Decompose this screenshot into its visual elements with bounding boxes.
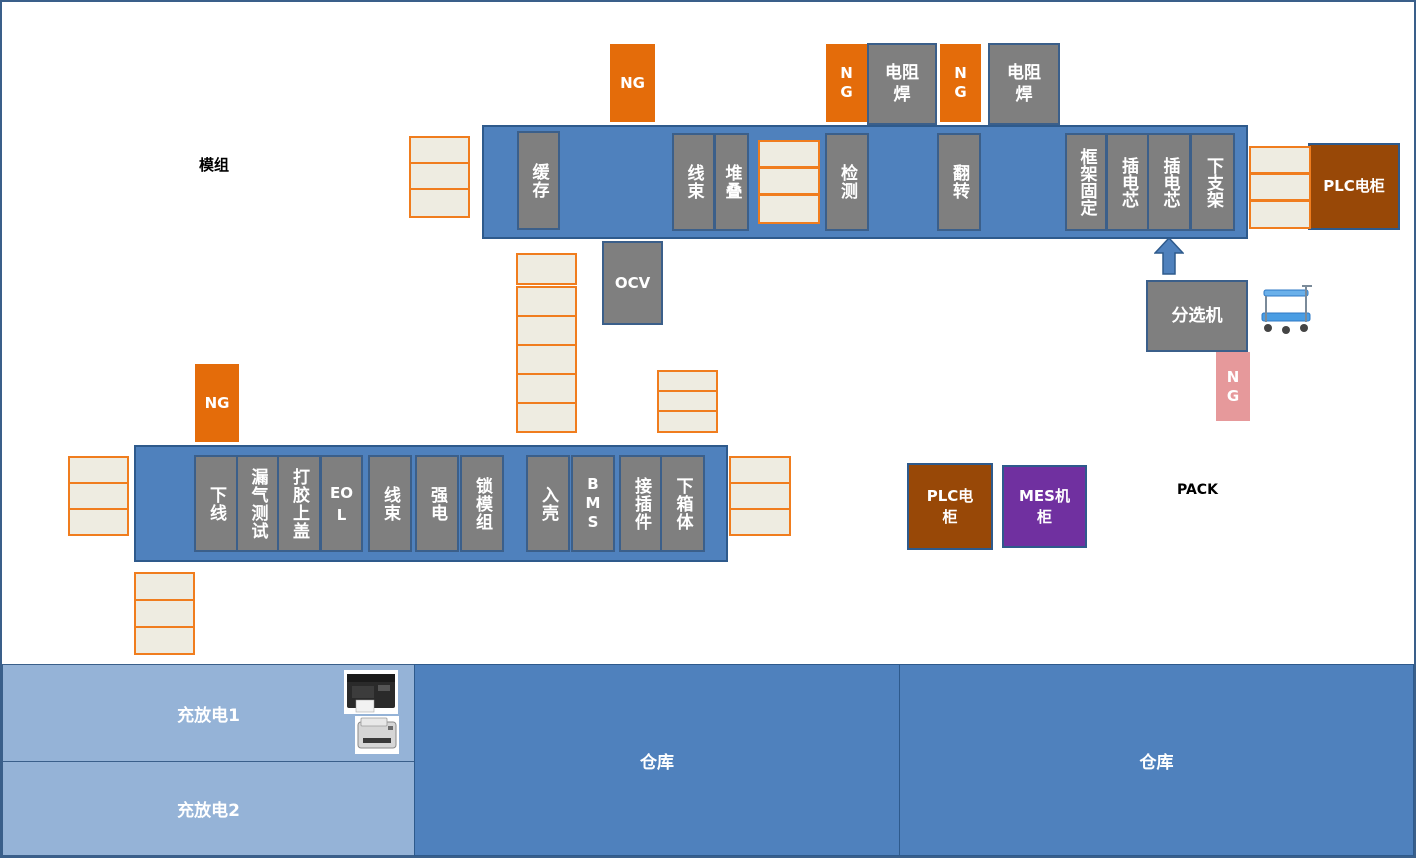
buffer-slot [1249,173,1311,201]
module-area-label: 模组 [199,156,230,174]
buffer-slot [516,315,577,346]
ng-tag: NG [610,44,655,122]
buffer-stack [134,572,195,655]
buffer-slot [409,136,470,164]
station-glue-cover[interactable]: 打胶上盖 [277,455,321,552]
station-offline[interactable]: 下线 [194,455,238,552]
buffer-stack [409,136,470,218]
station-insert-cell-2[interactable]: 插电芯 [1147,133,1191,231]
label-printer-icon [344,670,398,714]
buffer-slot [729,456,791,484]
buffer-slot [134,599,195,628]
charge-zone-2[interactable]: 充放电2 [2,761,415,856]
charge-zone-2-label: 充放电2 [177,801,240,821]
station-unload-rack[interactable]: 下支架 [1190,133,1235,231]
buffer-slot [729,482,791,510]
buffer-slot [516,286,577,317]
cart-icon [1261,285,1312,334]
station-hv[interactable]: 强电 [415,455,459,552]
up-arrow-icon [1154,237,1184,275]
buffer-stack [1249,146,1311,229]
welder-station[interactable]: 电阻焊 [988,43,1060,125]
station-harness[interactable]: 线束 [368,455,412,552]
warehouse-zone-1[interactable]: 仓库 [414,664,900,856]
buffer-slot [134,626,195,655]
station-lower-box[interactable]: 下箱体 [660,455,705,552]
buffer-slot [758,140,820,168]
station-insert-cell-1[interactable]: 插电芯 [1106,133,1149,231]
buffer-slot [516,373,577,404]
station-harness[interactable]: 线束 [672,133,715,231]
station-flip[interactable]: 翻转 [937,133,981,231]
pack-plc-cabinet[interactable]: PLC电柜 [907,463,993,550]
ng-tag: NG [826,44,867,122]
station-case-in[interactable]: 入壳 [526,455,570,552]
sorter-machine[interactable]: 分选机 [1146,280,1248,352]
buffer-slot [758,167,820,195]
buffer-stack [657,370,718,433]
warehouse-zone-2[interactable]: 仓库 [899,664,1414,856]
charge-zone-1-label: 充放电1 [177,705,240,726]
buffer-slot [758,194,820,224]
buffer-slot [409,162,470,190]
buffer-slot [516,402,577,433]
station-frame-fix[interactable]: 框架固定 [1065,133,1107,231]
buffer-slot [729,508,791,536]
buffer-slot [409,188,470,218]
station-lock-module[interactable]: 锁模组 [460,455,504,552]
buffer-slot [1249,146,1311,174]
pack-area-label: PACK [1177,482,1218,498]
buffer-slot [516,253,577,285]
station-stack[interactable]: 堆叠 [714,133,749,231]
mes-cabinet[interactable]: MES机柜 [1002,465,1087,548]
warehouse-1-label: 仓库 [640,752,674,773]
laser-printer-icon [355,716,399,754]
buffer-stack [729,456,791,536]
ng-tag: NG [940,44,981,122]
ocv-station[interactable]: OCV [602,241,663,325]
station-leak-test[interactable]: 漏气测试 [236,455,279,552]
station-eol[interactable]: EOL [320,455,363,552]
welder-station[interactable]: 电阻焊 [867,43,937,125]
buffer-slot [134,572,195,601]
module-plc-cabinet[interactable]: PLC电柜 [1308,143,1400,230]
buffer-slot [516,344,577,375]
pack-ng-tag: NG [195,364,239,442]
station-inspect[interactable]: 检测 [825,133,869,231]
buffer-slot [657,410,718,433]
station-bms[interactable]: BMS [571,455,615,552]
station-cache[interactable]: 缓存 [517,131,560,230]
station-connector[interactable]: 接插件 [619,455,663,552]
buffer-slot [1249,200,1311,229]
buffer-stack [758,140,820,224]
buffer-slot [68,482,129,510]
buffer-stack [68,456,129,536]
sorter-ng-tag: NG [1216,352,1250,421]
buffer-slot [68,508,129,536]
buffer-stack [516,286,577,433]
buffer-slot [68,456,129,484]
warehouse-2-label: 仓库 [1139,752,1174,773]
